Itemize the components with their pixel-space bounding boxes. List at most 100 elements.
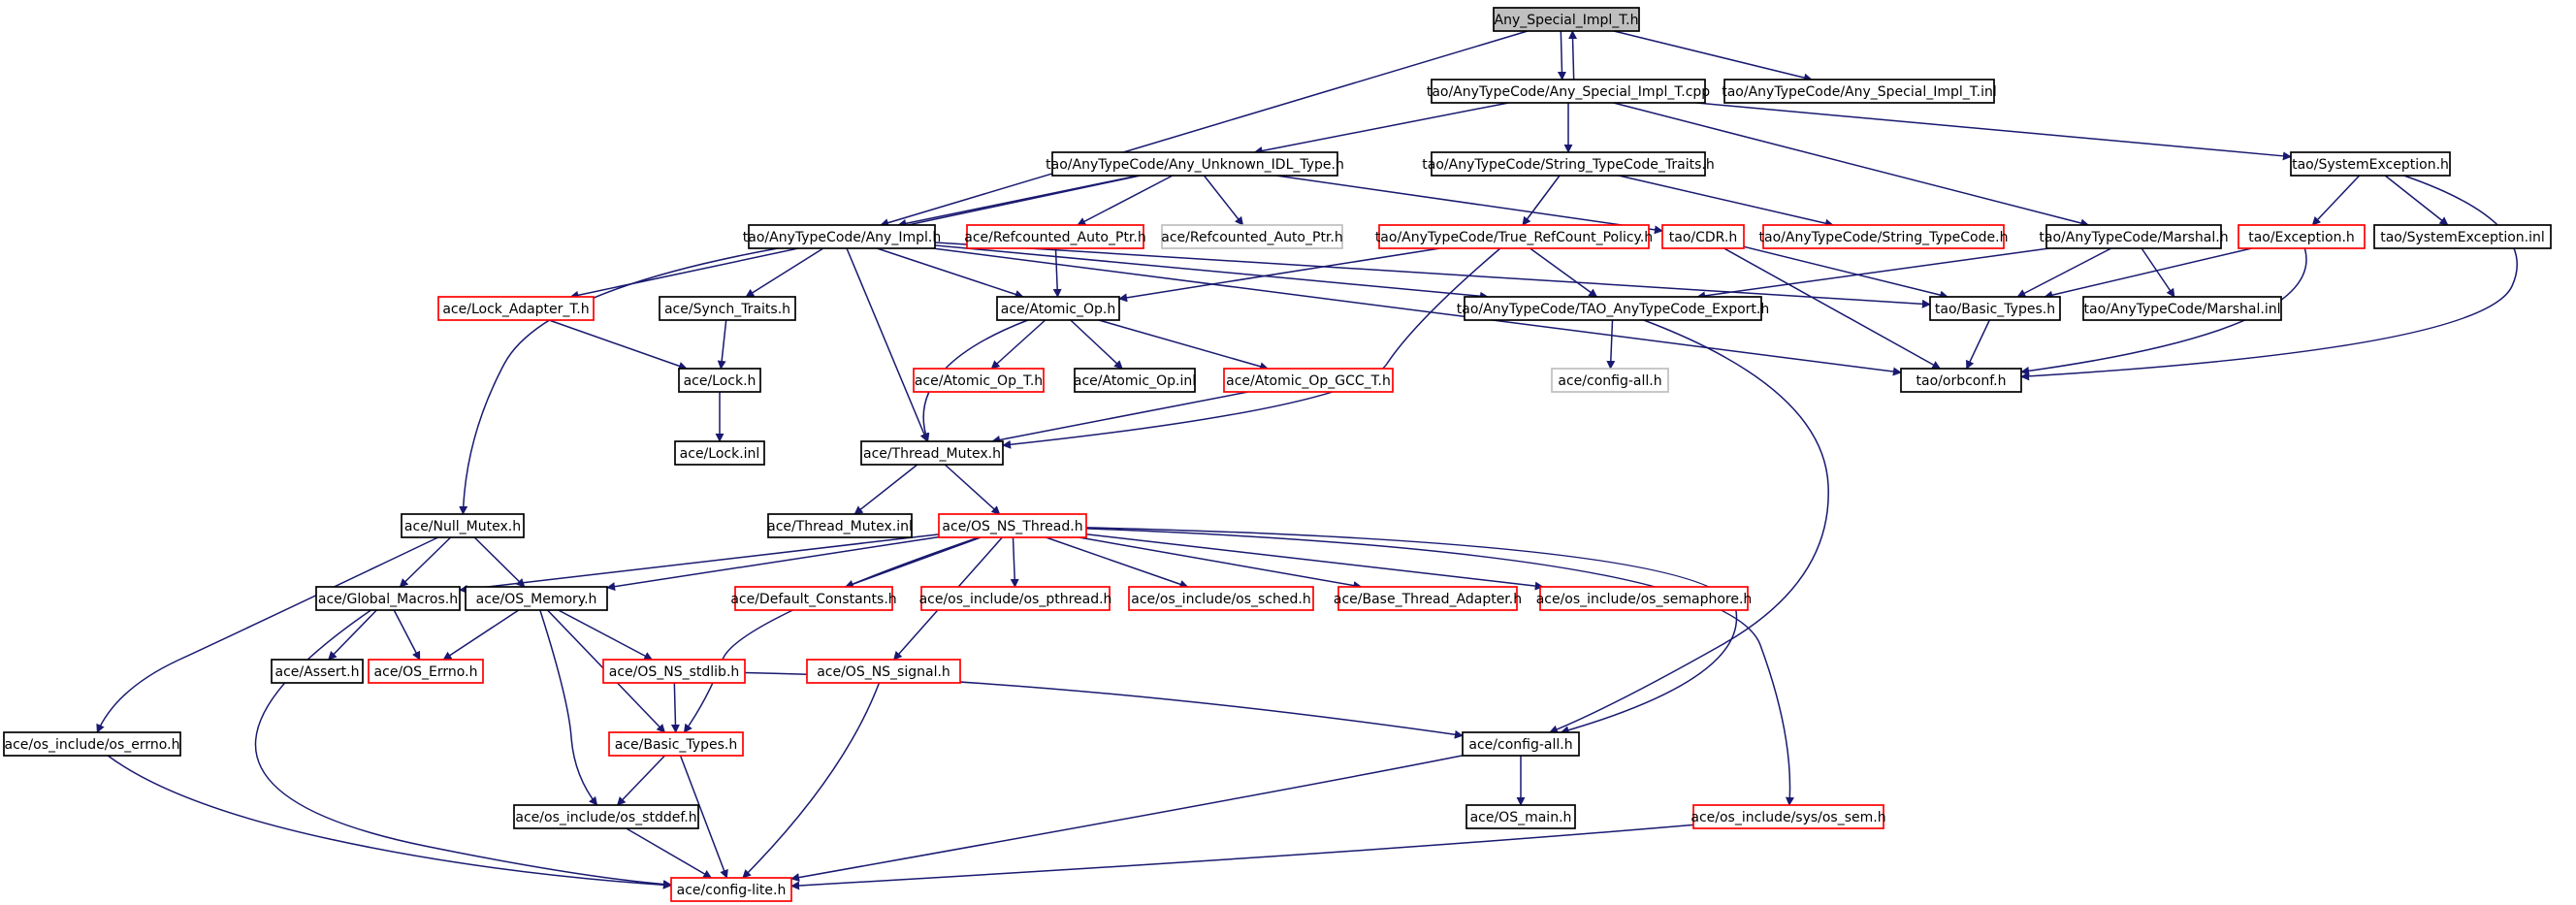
node-box xyxy=(920,586,1111,611)
node-label: tao/AnyTypeCode/Any_Impl.h xyxy=(743,230,941,245)
edge-basictypes_ace-to-configlite xyxy=(679,755,728,879)
node-orbconf[interactable]: tao/orbconf.h xyxy=(1900,368,2022,393)
edge-anyimpl-to-basictypes_tao xyxy=(934,242,1931,308)
node-defconst[interactable]: ace/Default_Constants.h xyxy=(730,586,897,611)
node-box xyxy=(806,659,961,684)
node-box xyxy=(3,731,181,757)
node-label: Any_Special_Impl_T.h xyxy=(1495,13,1639,28)
node-oserrno[interactable]: ace/OS_Errno.h xyxy=(368,659,484,684)
edge-threadmutex-to-threadmutexinl xyxy=(853,464,918,515)
node-synchtraits[interactable]: ace/Synch_Traits.h xyxy=(659,296,796,321)
node-box xyxy=(1929,296,2061,321)
node-stringtraits[interactable]: tao/AnyTypeCode/String_TypeCode_Traits.h xyxy=(1422,151,1715,177)
node-atomicop[interactable]: ace/Atomic_Op.h xyxy=(996,296,1120,321)
node-label: tao/AnyTypeCode/TAO_AnyTypeCode_Export.h xyxy=(1457,302,1770,317)
edge-refauto_red-to-atomicop xyxy=(1052,247,1062,298)
node-box xyxy=(1723,79,1995,104)
node-box xyxy=(659,296,796,321)
node-oserrno_inc[interactable]: ace/os_include/os_errno.h xyxy=(3,731,181,757)
node-unknown[interactable]: tao/AnyTypeCode/Any_Unknown_IDL_Type.h xyxy=(1046,151,1344,177)
node-atomicopinl[interactable]: ace/Atomic_Op.inl xyxy=(1074,368,1196,393)
edge-cpp-to-root xyxy=(1568,30,1578,81)
node-refauto_grey[interactable]: ace/Refcounted_Auto_Ptr.h xyxy=(1161,224,1343,249)
node-cdr[interactable]: tao/CDR.h xyxy=(1661,224,1745,249)
edge-root-to-cpp xyxy=(1557,30,1566,81)
node-label: tao/AnyTypeCode/Any_Special_Impl_T.inl xyxy=(1722,84,1997,100)
edge-osstddef-to-configlite xyxy=(626,827,713,879)
node-label: tao/AnyTypeCode/Marshal.h xyxy=(2039,230,2228,245)
node-label: ace/Assert.h xyxy=(275,664,360,680)
node-ossemaphore[interactable]: ace/os_include/os_semaphore.h xyxy=(1536,586,1753,611)
node-root: Any_Special_Impl_T.h xyxy=(1493,7,1640,32)
edge-cpp-to-marshal xyxy=(1613,102,2090,228)
edge-taoexport-to-configall xyxy=(1549,319,1829,734)
node-sysexc[interactable]: tao/SystemException.h xyxy=(2290,151,2451,177)
edge-basictypes_ace-to-osstddef xyxy=(616,755,666,806)
node-assert[interactable]: ace/Assert.h xyxy=(271,659,364,684)
node-exception[interactable]: tao/Exception.h xyxy=(2238,224,2366,249)
node-box xyxy=(1462,731,1580,757)
node-taoexport[interactable]: tao/AnyTypeCode/TAO_AnyTypeCode_Export.h xyxy=(1457,296,1770,321)
node-atomicopt[interactable]: ace/Atomic_Op_T.h xyxy=(913,368,1045,393)
node-label: ace/config-lite.h xyxy=(677,883,787,898)
node-ospthread[interactable]: ace/os_include/os_pthread.h xyxy=(919,586,1112,611)
node-osstddef[interactable]: ace/os_include/os_stddef.h xyxy=(513,804,699,829)
node-lockadapter[interactable]: ace/Lock_Adapter_T.h xyxy=(437,296,595,321)
node-osmain[interactable]: ace/OS_main.h xyxy=(1465,804,1576,829)
node-anyimpl[interactable]: tao/AnyTypeCode/Any_Impl.h xyxy=(743,224,941,249)
edge-syssem-to-configlite xyxy=(790,824,1694,890)
node-lockinl[interactable]: ace/Lock.inl xyxy=(674,440,765,466)
node-box xyxy=(271,659,364,684)
edge-unknown-to-refauto_red xyxy=(1077,175,1174,226)
node-threadmutex[interactable]: ace/Thread_Mutex.h xyxy=(860,440,1004,466)
node-box xyxy=(938,513,1087,538)
node-cpp[interactable]: tao/AnyTypeCode/Any_Special_Impl_T.cpp xyxy=(1427,79,1710,104)
node-nullmutex[interactable]: ace/Null_Mutex.h xyxy=(401,513,525,538)
node-globalmacros[interactable]: ace/Global_Macros.h xyxy=(315,586,461,611)
edge-osnsthread-to-ossemaphore xyxy=(1085,533,1544,591)
node-sysexcinl[interactable]: tao/SystemException.inl xyxy=(2373,224,2552,249)
node-lock[interactable]: ace/Lock.h xyxy=(678,368,761,393)
node-box xyxy=(1223,368,1394,393)
node-label: ace/Default_Constants.h xyxy=(730,592,896,607)
node-configall_grey[interactable]: ace/config-all.h xyxy=(1551,368,1669,393)
node-marshalinl[interactable]: tao/AnyTypeCode/Marshal.inl xyxy=(2082,296,2282,321)
node-threadmutexinl[interactable]: ace/Thread_Mutex.inl xyxy=(767,513,913,538)
node-label: ace/os_include/os_pthread.h xyxy=(919,592,1112,607)
node-atomicgcc[interactable]: ace/Atomic_Op_GCC_T.h xyxy=(1223,368,1394,393)
edge-nullmutex-to-osmemory xyxy=(473,536,526,588)
node-label: ace/Refcounted_Auto_Ptr.h xyxy=(1161,230,1342,245)
node-label: ace/Null_Mutex.h xyxy=(404,519,521,534)
node-stringtc[interactable]: tao/AnyTypeCode/String_TypeCode.h xyxy=(1759,224,2009,249)
node-syssem[interactable]: ace/os_include/sys/os_sem.h xyxy=(1690,804,1886,829)
edge-oserrno_inc-to-configlite xyxy=(107,755,672,889)
node-configall[interactable]: ace/config-all.h xyxy=(1462,731,1580,757)
node-label: ace/Thread_Mutex.h xyxy=(863,446,1001,462)
node-box xyxy=(767,513,913,538)
node-label: tao/orbconf.h xyxy=(1916,373,2007,389)
node-box xyxy=(1661,224,1745,249)
node-inl[interactable]: tao/AnyTypeCode/Any_Special_Impl_T.inl xyxy=(1722,79,1997,104)
node-osnssignal[interactable]: ace/OS_NS_signal.h xyxy=(806,659,961,684)
node-ossched[interactable]: ace/os_include/os_sched.h xyxy=(1128,586,1314,611)
node-label: ace/Base_Thread_Adapter.h xyxy=(1334,592,1522,607)
node-osnsthread[interactable]: ace/OS_NS_Thread.h xyxy=(938,513,1087,538)
node-box xyxy=(602,659,746,684)
node-basictypes_ace[interactable]: ace/Basic_Types.h xyxy=(608,731,744,757)
node-label: ace/Lock_Adapter_T.h xyxy=(442,302,589,317)
node-osnsstdlib[interactable]: ace/OS_NS_stdlib.h xyxy=(602,659,746,684)
node-basethread[interactable]: ace/Base_Thread_Adapter.h xyxy=(1334,586,1522,611)
edge-globalmacros-to-configlite xyxy=(254,609,672,889)
node-truerefcount[interactable]: tao/AnyTypeCode/True_RefCount_Policy.h xyxy=(1375,224,1653,249)
node-box xyxy=(465,586,608,611)
node-osmemory[interactable]: ace/OS_Memory.h xyxy=(465,586,608,611)
node-label: tao/AnyTypeCode/Marshal.inl xyxy=(2084,302,2281,317)
edge-synchtraits-to-lock xyxy=(717,319,727,370)
node-box xyxy=(1128,586,1314,611)
node-refauto_red[interactable]: ace/Refcounted_Auto_Ptr.h xyxy=(964,224,1146,249)
node-label: ace/os_include/os_stddef.h xyxy=(515,810,696,825)
node-configlite[interactable]: ace/config-lite.h xyxy=(670,877,792,902)
node-basictypes_tao[interactable]: tao/Basic_Types.h xyxy=(1929,296,2061,321)
node-marshal[interactable]: tao/AnyTypeCode/Marshal.h xyxy=(2039,224,2229,249)
